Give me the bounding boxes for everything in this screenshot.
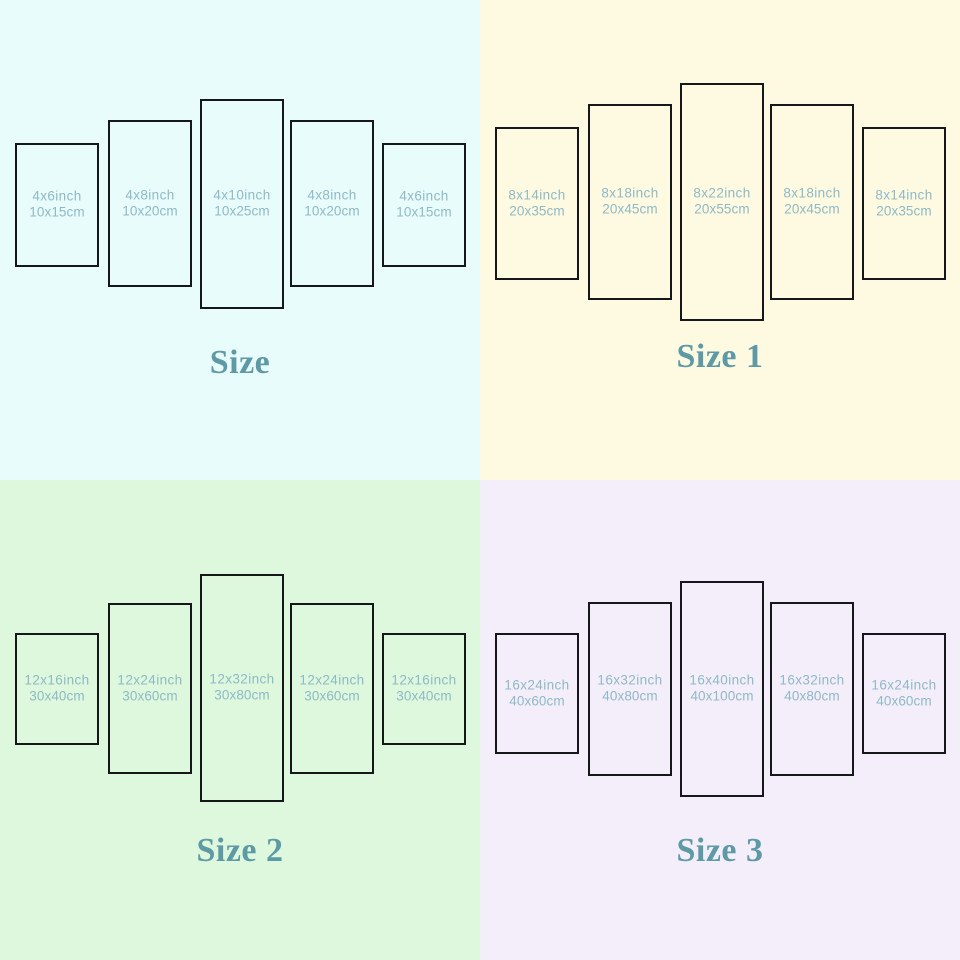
panel-size-inches: 12x16inch <box>24 672 90 688</box>
panel-size-centimeters: 40x100cm <box>690 689 754 704</box>
panel-size-inches: 4x6inch <box>399 188 449 204</box>
panel-size-inches: 12x24inch <box>117 672 183 688</box>
panel-size-centimeters: 10x20cm <box>304 203 360 219</box>
panel-size-inches: 12x16inch <box>391 672 457 688</box>
panel-size-inches: 12x32inch <box>209 671 275 687</box>
panel-size-centimeters: 30x60cm <box>122 688 178 704</box>
panel-size-inches: 8x14inch <box>875 187 933 203</box>
panel-size-centimeters: 20x35cm <box>509 203 565 219</box>
panel-size-centimeters: 30x80cm <box>214 688 270 703</box>
panel-size-centimeters: 40x60cm <box>509 693 565 709</box>
quadrant-title-size-3: Size 3 <box>676 832 764 869</box>
quadrant-title-size-1: Size 1 <box>676 338 764 375</box>
panel-size-centimeters: 40x80cm <box>784 689 840 704</box>
panel-size-inches: 16x32inch <box>779 672 845 688</box>
panel-size-centimeters: 10x25cm <box>214 204 270 219</box>
panel-size-inches: 4x8inch <box>125 187 175 203</box>
panel-size-centimeters: 20x35cm <box>876 203 932 219</box>
panel-size-centimeters: 20x45cm <box>602 202 658 217</box>
panel-size-centimeters: 40x80cm <box>602 689 658 704</box>
panel-size-inches: 4x6inch <box>32 188 82 204</box>
panel-size-inches: 8x18inch <box>783 185 841 201</box>
panel-size-inches: 12x24inch <box>299 672 365 688</box>
panel-size-centimeters: 10x15cm <box>29 205 85 220</box>
panel-size-inches: 16x32inch <box>597 672 663 688</box>
panel-size-centimeters: 10x15cm <box>396 205 452 220</box>
panel-size-inches: 8x18inch <box>601 185 659 201</box>
panel-size-centimeters: 40x60cm <box>876 693 932 709</box>
panel-size-centimeters: 20x55cm <box>694 202 750 217</box>
panel-size-centimeters: 30x60cm <box>304 688 360 704</box>
quadrant-title-size: Size <box>209 344 271 381</box>
panel-size-inches: 16x40inch <box>689 672 755 688</box>
panel-size-centimeters: 10x20cm <box>122 203 178 219</box>
panel-size-centimeters: 30x40cm <box>29 689 85 704</box>
panel-size-centimeters: 20x45cm <box>784 202 840 217</box>
panel-size-inches: 16x24inch <box>504 677 570 693</box>
panel-size-inches: 4x8inch <box>307 187 357 203</box>
panel-size-inches: 16x24inch <box>871 677 937 693</box>
quadrant-title-size-2: Size 2 <box>196 832 284 869</box>
panel-size-inches: 4x10inch <box>213 187 271 203</box>
panel-size-centimeters: 30x40cm <box>396 689 452 704</box>
panel-size-inches: 8x14inch <box>508 187 566 203</box>
panel-size-inches: 8x22inch <box>693 185 751 201</box>
